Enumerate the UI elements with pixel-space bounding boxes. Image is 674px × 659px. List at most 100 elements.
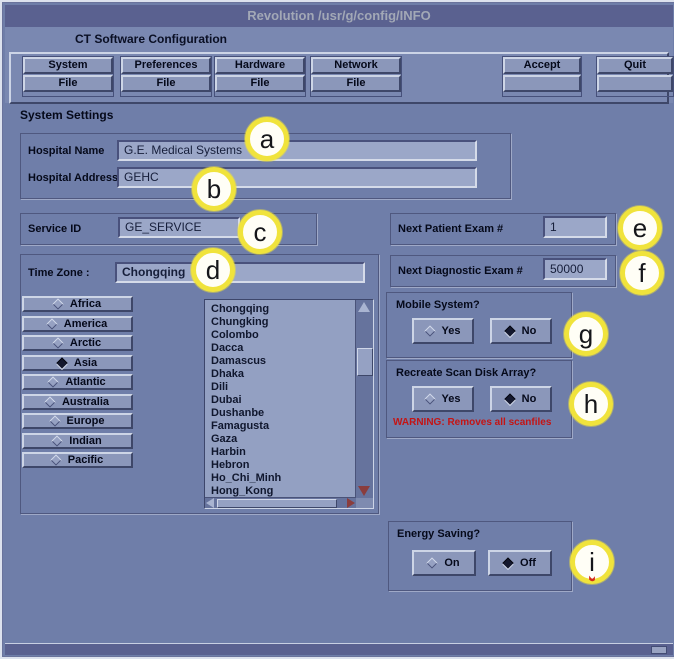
radio-diamond-icon	[426, 557, 439, 569]
city-list[interactable]: Chongqing Chungking Colombo Dacca Damasc…	[204, 299, 374, 509]
timezone-label: Time Zone :	[28, 267, 90, 279]
quit-empty-slot	[597, 75, 673, 92]
annotation-g: g	[564, 312, 608, 356]
quit-button[interactable]: Quit	[597, 57, 673, 74]
quit-group: Quit	[596, 56, 674, 97]
next-diagnostic-label: Next Diagnostic Exam #	[398, 265, 523, 277]
annotation-letter: a	[259, 123, 275, 154]
network-menu-group: Network File	[310, 56, 402, 97]
scrollbar-left-icon[interactable]	[206, 498, 214, 508]
mobile-yes-button[interactable]: Yes	[412, 318, 474, 344]
option-label: Yes	[441, 393, 461, 405]
region-label: Africa	[69, 298, 102, 310]
list-item[interactable]: Colombo	[211, 329, 259, 341]
region-button-atlantic[interactable]: Atlantic	[22, 374, 133, 390]
accept-button[interactable]: Accept	[503, 57, 581, 74]
annotation-c: c	[238, 210, 282, 254]
list-item[interactable]: Dhaka	[211, 368, 245, 380]
option-label: Yes	[441, 325, 461, 337]
city-list-items: Chongqing Chungking Colombo Dacca Damasc…	[205, 300, 356, 498]
region-button-asia[interactable]: Asia	[22, 355, 133, 371]
accept-group: Accept	[502, 56, 582, 97]
system-file-button[interactable]: File	[23, 75, 113, 92]
scrollbar-down-icon[interactable]	[358, 486, 370, 496]
network-file-button[interactable]: File	[311, 75, 401, 92]
radio-diamond-selected-icon	[503, 325, 516, 337]
list-item[interactable]: Dili	[211, 381, 229, 393]
hardware-button[interactable]: Hardware	[215, 57, 305, 74]
list-item[interactable]: Hebron	[211, 459, 250, 471]
scrollbar-right-icon[interactable]	[347, 498, 355, 508]
hardware-file-button[interactable]: File	[215, 75, 305, 92]
list-item[interactable]: Famagusta	[211, 420, 270, 432]
service-id-field[interactable]: GE_SERVICE	[118, 217, 240, 238]
list-item[interactable]: Hong_Kong	[211, 485, 274, 497]
preferences-button[interactable]: Preferences	[121, 57, 211, 74]
window-titlebar[interactable]: Revolution /usr/g/config/INFO	[5, 5, 673, 27]
hospital-name-field[interactable]: G.E. Medical Systems	[117, 140, 477, 161]
region-label: America	[63, 318, 108, 330]
recreate-label: Recreate Scan Disk Array?	[396, 367, 537, 379]
list-item[interactable]: Chongqing	[211, 303, 270, 315]
timezone-field[interactable]: Chongqing	[115, 262, 365, 283]
window-bottom-bar	[5, 643, 673, 655]
recreate-no-button[interactable]: No	[490, 386, 552, 412]
vertical-scrollbar[interactable]	[355, 300, 373, 498]
hospital-address-field[interactable]: GEHC	[117, 167, 477, 188]
annotation-b: b	[192, 167, 236, 211]
option-label: No	[521, 393, 537, 405]
region-label: Asia	[73, 357, 98, 369]
annotation-i: i	[570, 540, 614, 584]
annotation-letter: b	[206, 173, 222, 204]
scrollbar-corner	[356, 498, 373, 508]
annotation-h: h	[569, 382, 613, 426]
radio-diamond-selected-icon	[503, 393, 516, 405]
region-button-arctic[interactable]: Arctic	[22, 335, 133, 351]
list-item[interactable]: Gaza	[211, 433, 238, 445]
list-item[interactable]: Dushanbe	[211, 407, 265, 419]
radio-diamond-icon	[52, 298, 64, 310]
horizontal-scrollbar[interactable]	[205, 497, 356, 508]
page-title: System Settings	[20, 108, 114, 122]
option-label: Off	[520, 557, 536, 569]
region-label: Europe	[66, 415, 105, 427]
next-patient-exam-field[interactable]: 1	[543, 216, 607, 238]
warning-text: WARNING: Removes all scanfiles	[393, 417, 552, 428]
window-title: Revolution /usr/g/config/INFO	[247, 8, 431, 23]
radio-diamond-icon	[423, 393, 436, 405]
list-item[interactable]: Chungking	[211, 316, 269, 328]
region-button-america[interactable]: America	[22, 316, 133, 332]
next-patient-label: Next Patient Exam #	[398, 223, 504, 235]
radio-diamond-icon	[51, 435, 63, 447]
list-item[interactable]: Harbin	[211, 446, 246, 458]
mobile-no-button[interactable]: No	[490, 318, 552, 344]
resize-grip[interactable]	[651, 646, 667, 654]
preferences-file-button[interactable]: File	[121, 75, 211, 92]
next-diagnostic-exam-field[interactable]: 50000	[543, 258, 607, 280]
list-item[interactable]: Damascus	[211, 355, 267, 367]
region-button-indian[interactable]: Indian	[22, 433, 133, 449]
network-button[interactable]: Network	[311, 57, 401, 74]
option-label: On	[444, 557, 460, 569]
region-button-europe[interactable]: Europe	[22, 413, 133, 429]
recreate-yes-button[interactable]: Yes	[412, 386, 474, 412]
scrollbar-thumb[interactable]	[217, 499, 337, 508]
scrollbar-up-icon[interactable]	[358, 302, 370, 312]
list-item[interactable]: Dacca	[211, 342, 244, 354]
list-item[interactable]: Dubai	[211, 394, 242, 406]
region-button-australia[interactable]: Australia	[22, 394, 133, 410]
list-item[interactable]: Ho_Chi_Minh	[211, 472, 282, 484]
region-button-africa[interactable]: Africa	[22, 296, 133, 312]
radio-diamond-icon	[52, 337, 64, 349]
region-label: Atlantic	[65, 376, 106, 388]
scrollbar-thumb[interactable]	[357, 348, 373, 376]
preferences-menu-group: Preferences File	[120, 56, 212, 97]
region-button-pacific[interactable]: Pacific	[22, 452, 133, 468]
radio-diamond-selected-icon	[502, 557, 514, 569]
energy-on-button[interactable]: On	[412, 550, 476, 576]
annotation-letter: f	[638, 257, 646, 288]
hospital-name-label: Hospital Name	[28, 145, 105, 157]
system-button[interactable]: System	[23, 57, 113, 74]
mobile-system-label: Mobile System?	[396, 299, 480, 311]
energy-off-button[interactable]: Off	[488, 550, 552, 576]
